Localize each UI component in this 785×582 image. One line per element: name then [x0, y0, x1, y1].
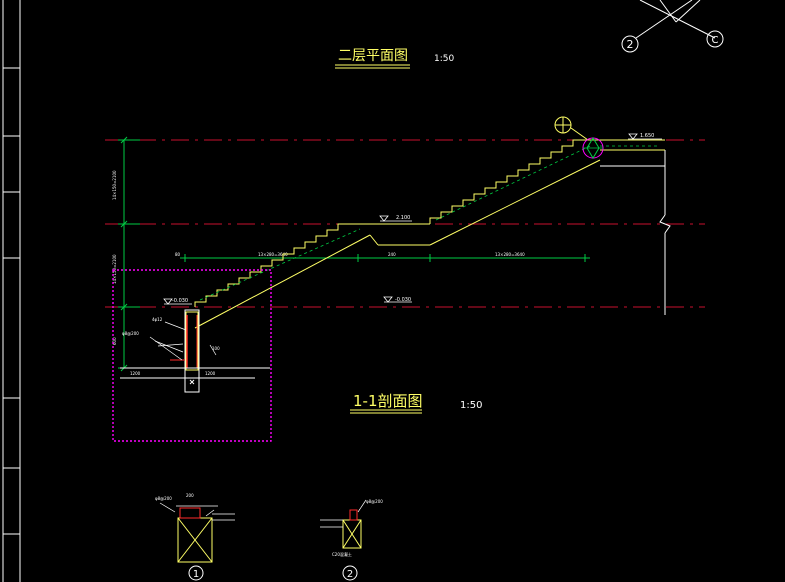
section-title-group: 1-1剖面图 1:50 [350, 392, 482, 414]
note-elev: 100 [212, 346, 220, 351]
plan-title: 二层平面图 [338, 48, 408, 64]
foundation-highlight-box [112, 269, 272, 442]
detail-1-notes: φ8@200 200 [155, 493, 194, 501]
detail-2-note-a: φ8@200 [366, 499, 383, 504]
axis-grid-corner: 2 C [621, 0, 724, 53]
axis-bubble-c: C [706, 30, 724, 48]
detail-1-label: 1 [193, 569, 199, 580]
detail-2-label: 2 [347, 569, 353, 580]
elevation-ground-left-group: -0.030 [163, 298, 192, 305]
note-base-right: 1200 [205, 371, 216, 376]
detail-2-notes: φ8@200 C20混凝土 [332, 499, 383, 557]
stair-landing [369, 223, 430, 246]
run-dimension-texts: 80 13×280=3640 240 13×280=3640 [175, 252, 525, 257]
plan-title-group: 二层平面图 1:50 [335, 48, 454, 69]
section-cut-marker [554, 116, 604, 159]
dim-landing-width: 240 [388, 252, 396, 257]
detail-2-note-b: C20混凝土 [332, 551, 352, 557]
foundation-notes: φ8@200 4φ12 100 1200 1200 [122, 317, 220, 376]
note-rebar-2: 4φ12 [152, 317, 163, 322]
elevation-landing: 2.100 [396, 215, 410, 221]
elevation-ground-mid-group: -0.030 [383, 296, 412, 303]
section-scale: 1:50 [460, 400, 482, 411]
elevation-top-group: 1.650 [628, 133, 662, 140]
stair-flight-upper [429, 139, 665, 246]
axis-label-c: C [712, 35, 719, 46]
axis-label-2: 2 [627, 38, 634, 51]
elevation-ground-mid: -0.030 [395, 297, 411, 303]
elevation-landing-group: 2.100 [379, 215, 412, 222]
note-rebar-1: φ8@200 [122, 331, 139, 336]
detail-1-note-b: 200 [186, 493, 194, 498]
section-title: 1-1剖面图 [353, 392, 423, 410]
dim-text-lower: 14×150=2100 [112, 254, 117, 284]
elevation-top: 1.650 [640, 133, 654, 139]
title-block-strip [2, 0, 21, 582]
right-edge-line [600, 150, 671, 315]
stair-nosing-dashes [199, 145, 660, 301]
detail-2: 2 [320, 499, 367, 581]
note-base-left: 1200 [130, 371, 141, 376]
dim-text-base: 600 [112, 337, 117, 345]
axis-bubble-2: 2 [621, 35, 639, 53]
dim-start: 80 [175, 252, 181, 257]
dim-run-lower: 13×280=3640 [258, 252, 288, 257]
vertical-dimension-texts: 14×150=2100 14×150=2100 600 [112, 170, 117, 345]
detail-1-note-a: φ8@200 [155, 496, 172, 501]
run-dimension-line [180, 254, 590, 262]
stair-flight-lower [194, 223, 385, 329]
plan-scale: 1:50 [434, 54, 454, 64]
detail-1: 1 [159, 502, 235, 581]
foundation-column [120, 309, 270, 393]
elevation-ground-left: -0.030 [172, 298, 188, 304]
dim-run-upper: 13×280=3640 [495, 252, 525, 257]
foundation-leader-lines [149, 321, 217, 361]
dim-text-upper: 14×150=2100 [112, 170, 117, 200]
